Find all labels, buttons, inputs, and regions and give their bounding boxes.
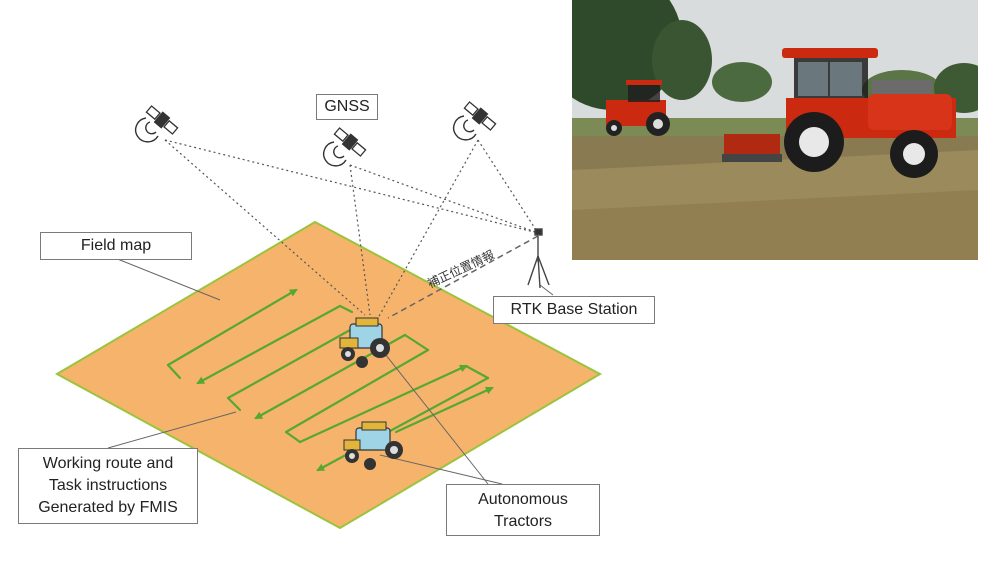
- working-route-label: Working route and Task instructions Gene…: [18, 448, 198, 524]
- callout-pointers: [107, 257, 554, 485]
- correction-label: 補正位置情報: [425, 247, 497, 291]
- correction-link-line: [387, 235, 539, 319]
- satellite-signal-icon: [452, 115, 477, 141]
- autonomous-tractors-label: Autonomous Tractors: [446, 484, 600, 536]
- gnss-signal-lines: [164, 139, 539, 319]
- satellite-icon: [333, 127, 367, 157]
- gnss-label: GNSS: [316, 94, 378, 120]
- tractor-photo: [572, 0, 978, 260]
- satellite-signal-icon: [134, 117, 159, 143]
- tractor-icon: [339, 317, 390, 368]
- tractor-icon: [343, 421, 403, 470]
- tractor-icon: [722, 48, 956, 178]
- satellite-icon: [463, 101, 497, 131]
- tripod-antenna-icon: [527, 228, 550, 289]
- rtk-base-station-label: RTK Base Station: [493, 296, 655, 324]
- field-map-area: [54, 220, 603, 530]
- working-route: [166, 288, 494, 472]
- tractor-icon: [606, 80, 670, 136]
- field-map-label: Field map: [40, 232, 192, 260]
- satellite-signal-icon: [322, 141, 347, 167]
- satellite-icon: [145, 105, 179, 135]
